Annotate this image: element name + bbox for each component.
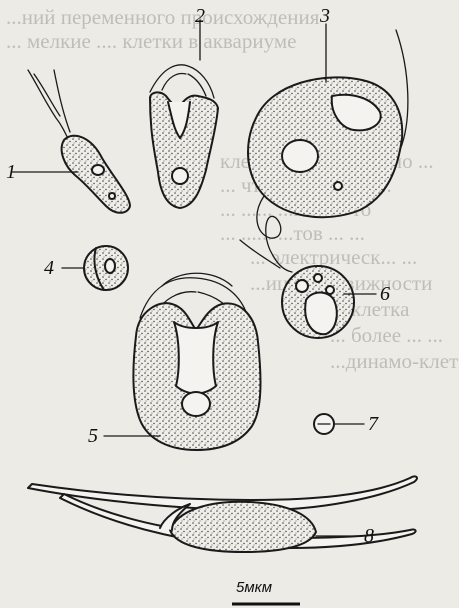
bg-line: ... мелкие .... клетки в аквариуме — [6, 29, 296, 53]
scale-bar: 5мкм — [232, 579, 300, 604]
organism-4 — [62, 246, 128, 290]
label-5: 5 — [88, 425, 98, 447]
label-1: 1 — [6, 161, 16, 183]
bg-line: ... более ... ... — [330, 323, 443, 347]
label-8: 8 — [364, 525, 374, 547]
bg-line: ...динамо-клетки ... ... — [330, 349, 459, 373]
organism-7 — [314, 414, 364, 434]
scale-bar-label: 5мкм — [236, 579, 272, 596]
label-2: 2 — [195, 5, 205, 27]
organism-5 — [104, 273, 260, 450]
label-6: 6 — [380, 283, 390, 305]
bg-line: ...ний переменного происхождения — [6, 5, 320, 29]
label-3: 3 — [319, 5, 330, 27]
label-4: 4 — [44, 257, 54, 279]
organism-1 — [12, 70, 130, 213]
label-7: 7 — [368, 413, 379, 435]
organism-8 — [28, 476, 417, 552]
